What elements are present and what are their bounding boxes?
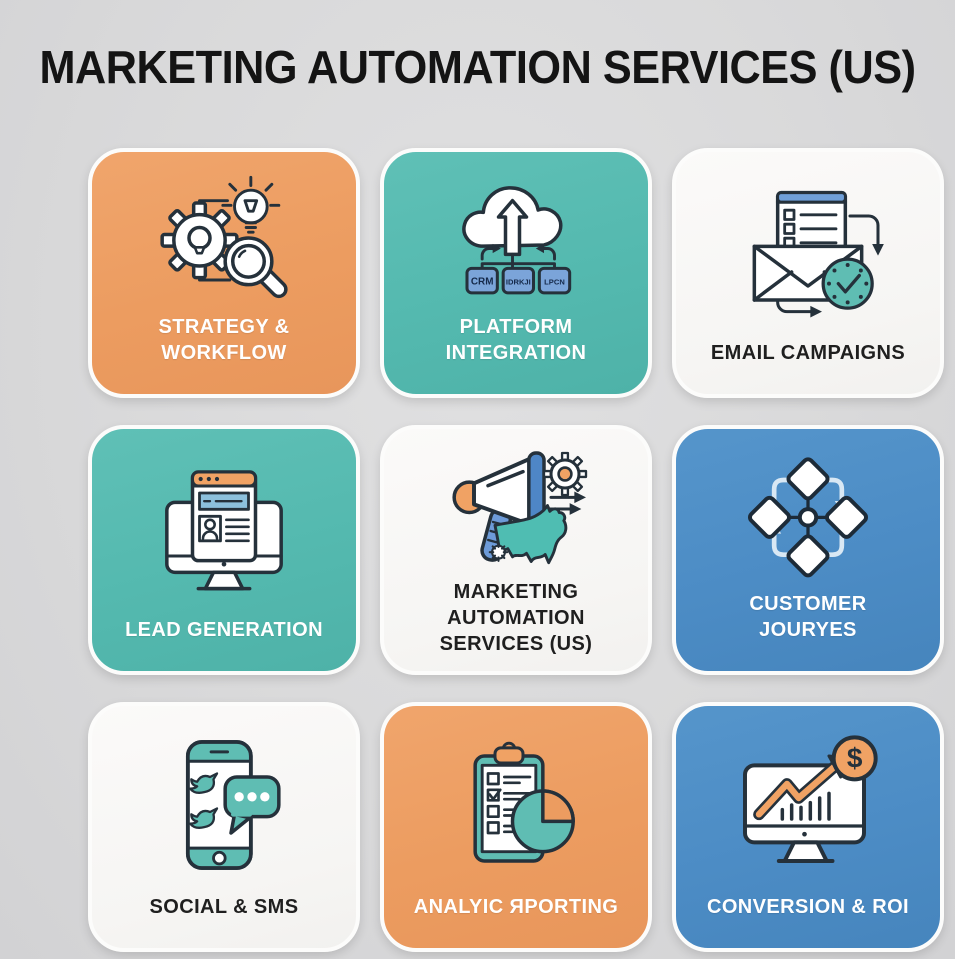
card-lead-generation: LEAD GENERATION [88,425,360,675]
card-email-campaigns: EMAIL CAMPAIGNS [672,148,944,398]
monitor-webpage-icon [145,429,303,617]
card-label: MARKETING AUTOMATION SERVICES (US) [439,581,593,655]
dollar-sign: $ [847,743,863,774]
card-conversion-roi: $ CONVERSION & ROI [672,702,944,952]
monitor-growth-dollar-icon: $ [724,706,892,894]
phone-social-chat-icon [145,706,303,894]
card-label: LEAD GENERATION [125,619,323,641]
page-title: MARKETING AUTOMATION SERVICES (US) [39,41,916,93]
card-strategy-workflow: STRATEGY & WORKFLOW [88,148,360,398]
card-marketing-automation-services: MARKETING AUTOMATION SERVICES (US) [380,425,652,675]
crm-box-label: IDRKJI [506,278,531,287]
card-social-sms: SOCIAL & SMS [88,702,360,952]
cloud-upload-crm-icon: CRM IDRKJI LPCN [437,152,595,314]
card-platform-integration: CRM IDRKJI LPCN PLATFORM INTEGRATION [380,148,652,398]
crm-box-label: CRM [471,277,494,288]
flowchart-diamonds-icon [729,429,887,591]
card-label: CUSTOMER JOURYES [749,593,867,641]
crm-box-label: LPCN [544,278,565,287]
card-customer-journeys: CUSTOMER JOURYES [672,425,944,675]
card-label: SOCIAL & SMS [149,896,299,918]
gear-lightbulb-magnifier-icon [145,152,303,314]
megaphone-usa-map-icon [432,429,600,579]
card-label: EMAIL CAMPAIGNS [710,342,906,364]
clipboard-pie-chart-icon [437,706,595,894]
card-label: STRATEGY & WORKFLOW [158,316,290,364]
card-label: CONVERSION & ROI [707,896,909,918]
card-label: ANALYIC ЯPORTING [413,896,619,918]
card-label: PLATFORM INTEGRATION [445,316,587,364]
services-grid: STRATEGY & WORKFLOW CRM IDRKJI LPCN PLAT… [88,148,944,952]
card-analytics-reporting: ANALYIC ЯPORTING [380,702,652,952]
envelope-checklist-clock-icon [724,152,892,340]
